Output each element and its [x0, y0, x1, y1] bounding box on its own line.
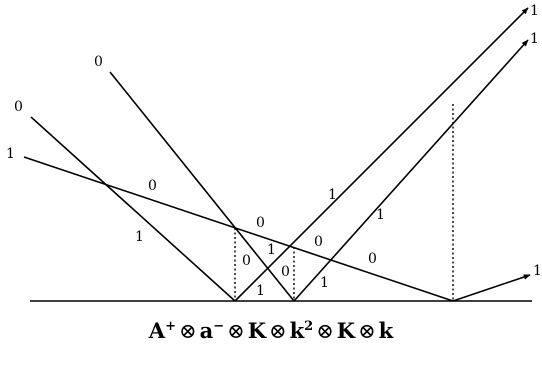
formula-K2: K [336, 318, 356, 343]
label-mid-0-center: 0 [256, 215, 265, 231]
label-mid-1-bottom-left: 1 [256, 283, 265, 299]
formula-A: A [148, 318, 166, 343]
label-mid-1-inner: 1 [267, 242, 276, 258]
label-left-start-a: 0 [94, 54, 103, 70]
formula-K1: K [247, 318, 266, 343]
label-end-right: 1 [533, 263, 542, 279]
label-mid-1-left: 1 [135, 229, 144, 245]
formula-k2: k [378, 318, 394, 343]
label-mid-0-small: 0 [281, 264, 290, 280]
label-mid-0-upper: 0 [148, 178, 157, 194]
formula-otimes-4: ⊗ [316, 319, 334, 343]
rising-line-a [234, 7, 529, 302]
line-from-1 [23, 156, 454, 302]
formula-A-sup: + [165, 319, 176, 334]
line-from-top-0 [109, 71, 295, 302]
formula-a: a [199, 318, 214, 343]
formula-otimes-2: ⊗ [227, 319, 245, 343]
label-left-start-b: 0 [14, 99, 23, 115]
rising-line-b [293, 39, 529, 302]
formula-a-sup: − [213, 319, 225, 334]
formula-otimes-1: ⊗ [178, 319, 197, 343]
formula-k-sup: 2 [304, 319, 314, 334]
formula: A+⊗a−⊗K⊗k2⊗K⊗k [0, 318, 542, 343]
line-from-mid-0 [30, 116, 236, 302]
label-right-0: 0 [368, 251, 377, 267]
label-mid-0-inner: 0 [242, 253, 251, 269]
formula-otimes-3: ⊗ [268, 319, 287, 343]
formula-k: k [289, 318, 305, 343]
label-right-1-b: 1 [376, 207, 385, 223]
label-end-top: 1 [530, 3, 539, 19]
label-left-start-c: 1 [6, 146, 15, 162]
formula-otimes-5: ⊗ [358, 319, 376, 343]
rising-line-c [452, 274, 531, 302]
label-end-second: 1 [530, 31, 539, 47]
label-right-1-a: 1 [328, 187, 337, 203]
label-mid-0-right: 0 [314, 234, 323, 250]
label-mid-1-bottom-right: 1 [320, 275, 329, 291]
